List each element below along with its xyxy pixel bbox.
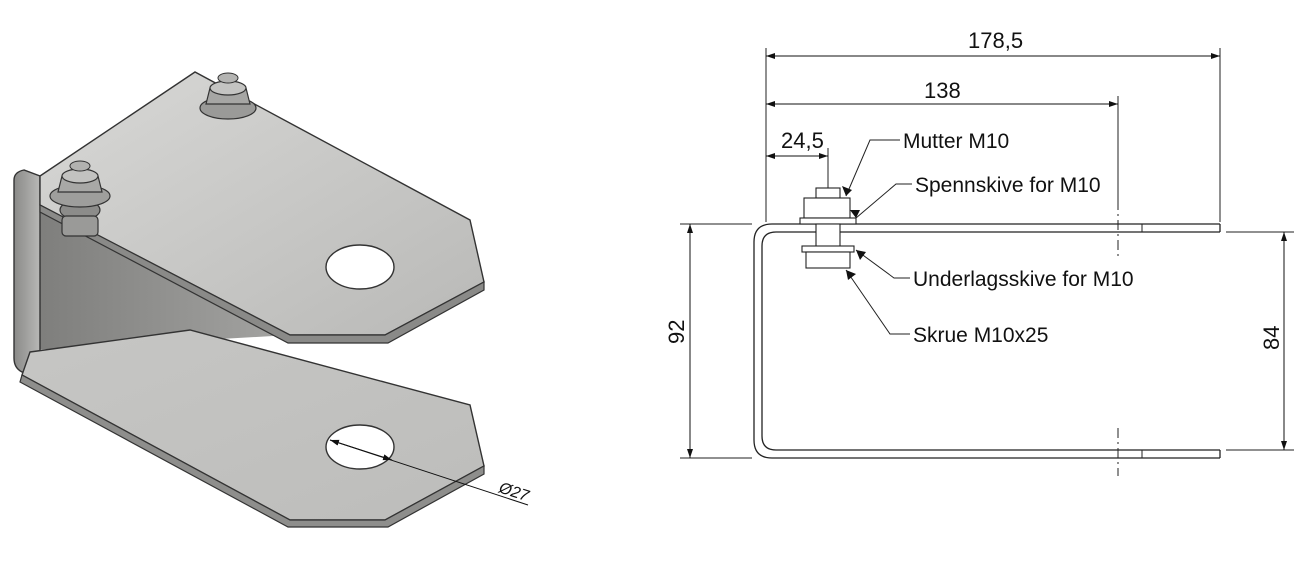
top-hole <box>325 244 395 290</box>
callout-nut: Mutter M10 <box>903 130 1009 153</box>
bottom-flange-edge <box>19 374 485 528</box>
leader-spring-washer <box>855 183 912 219</box>
dim-bolt-offset: 24,5 <box>781 128 824 153</box>
dim-hole-center: 138 <box>924 78 961 103</box>
dim-inner-height: 84 <box>1259 326 1284 350</box>
isometric-view: Ø27 <box>13 71 532 528</box>
dim-overall-length: 178,5 <box>968 28 1023 53</box>
dim-outer-height: 92 <box>664 320 689 344</box>
side-top-flange <box>753 223 1220 459</box>
side-view <box>680 48 1294 476</box>
bolt-assembly-rear <box>199 72 257 120</box>
bracket-back-web <box>13 169 41 373</box>
leader-flat-washer <box>855 249 910 279</box>
bracket-bottom-flange <box>21 329 485 521</box>
side-inner-profile <box>761 231 1220 451</box>
bottom-hole <box>325 424 395 470</box>
bolt-assembly-front <box>49 160 111 237</box>
top-flange-edge <box>39 204 485 344</box>
callout-spring-washer: Spennskive for M10 <box>915 174 1101 197</box>
hole-diameter-label: Ø27 <box>496 479 532 505</box>
callout-bolt: Skrue M10x25 <box>913 324 1048 347</box>
leader-bolt <box>845 269 910 335</box>
callout-flat-washer: Underlagsskive for M10 <box>913 268 1134 291</box>
side-bolt-stack <box>799 187 857 269</box>
leader-nut <box>845 139 900 197</box>
